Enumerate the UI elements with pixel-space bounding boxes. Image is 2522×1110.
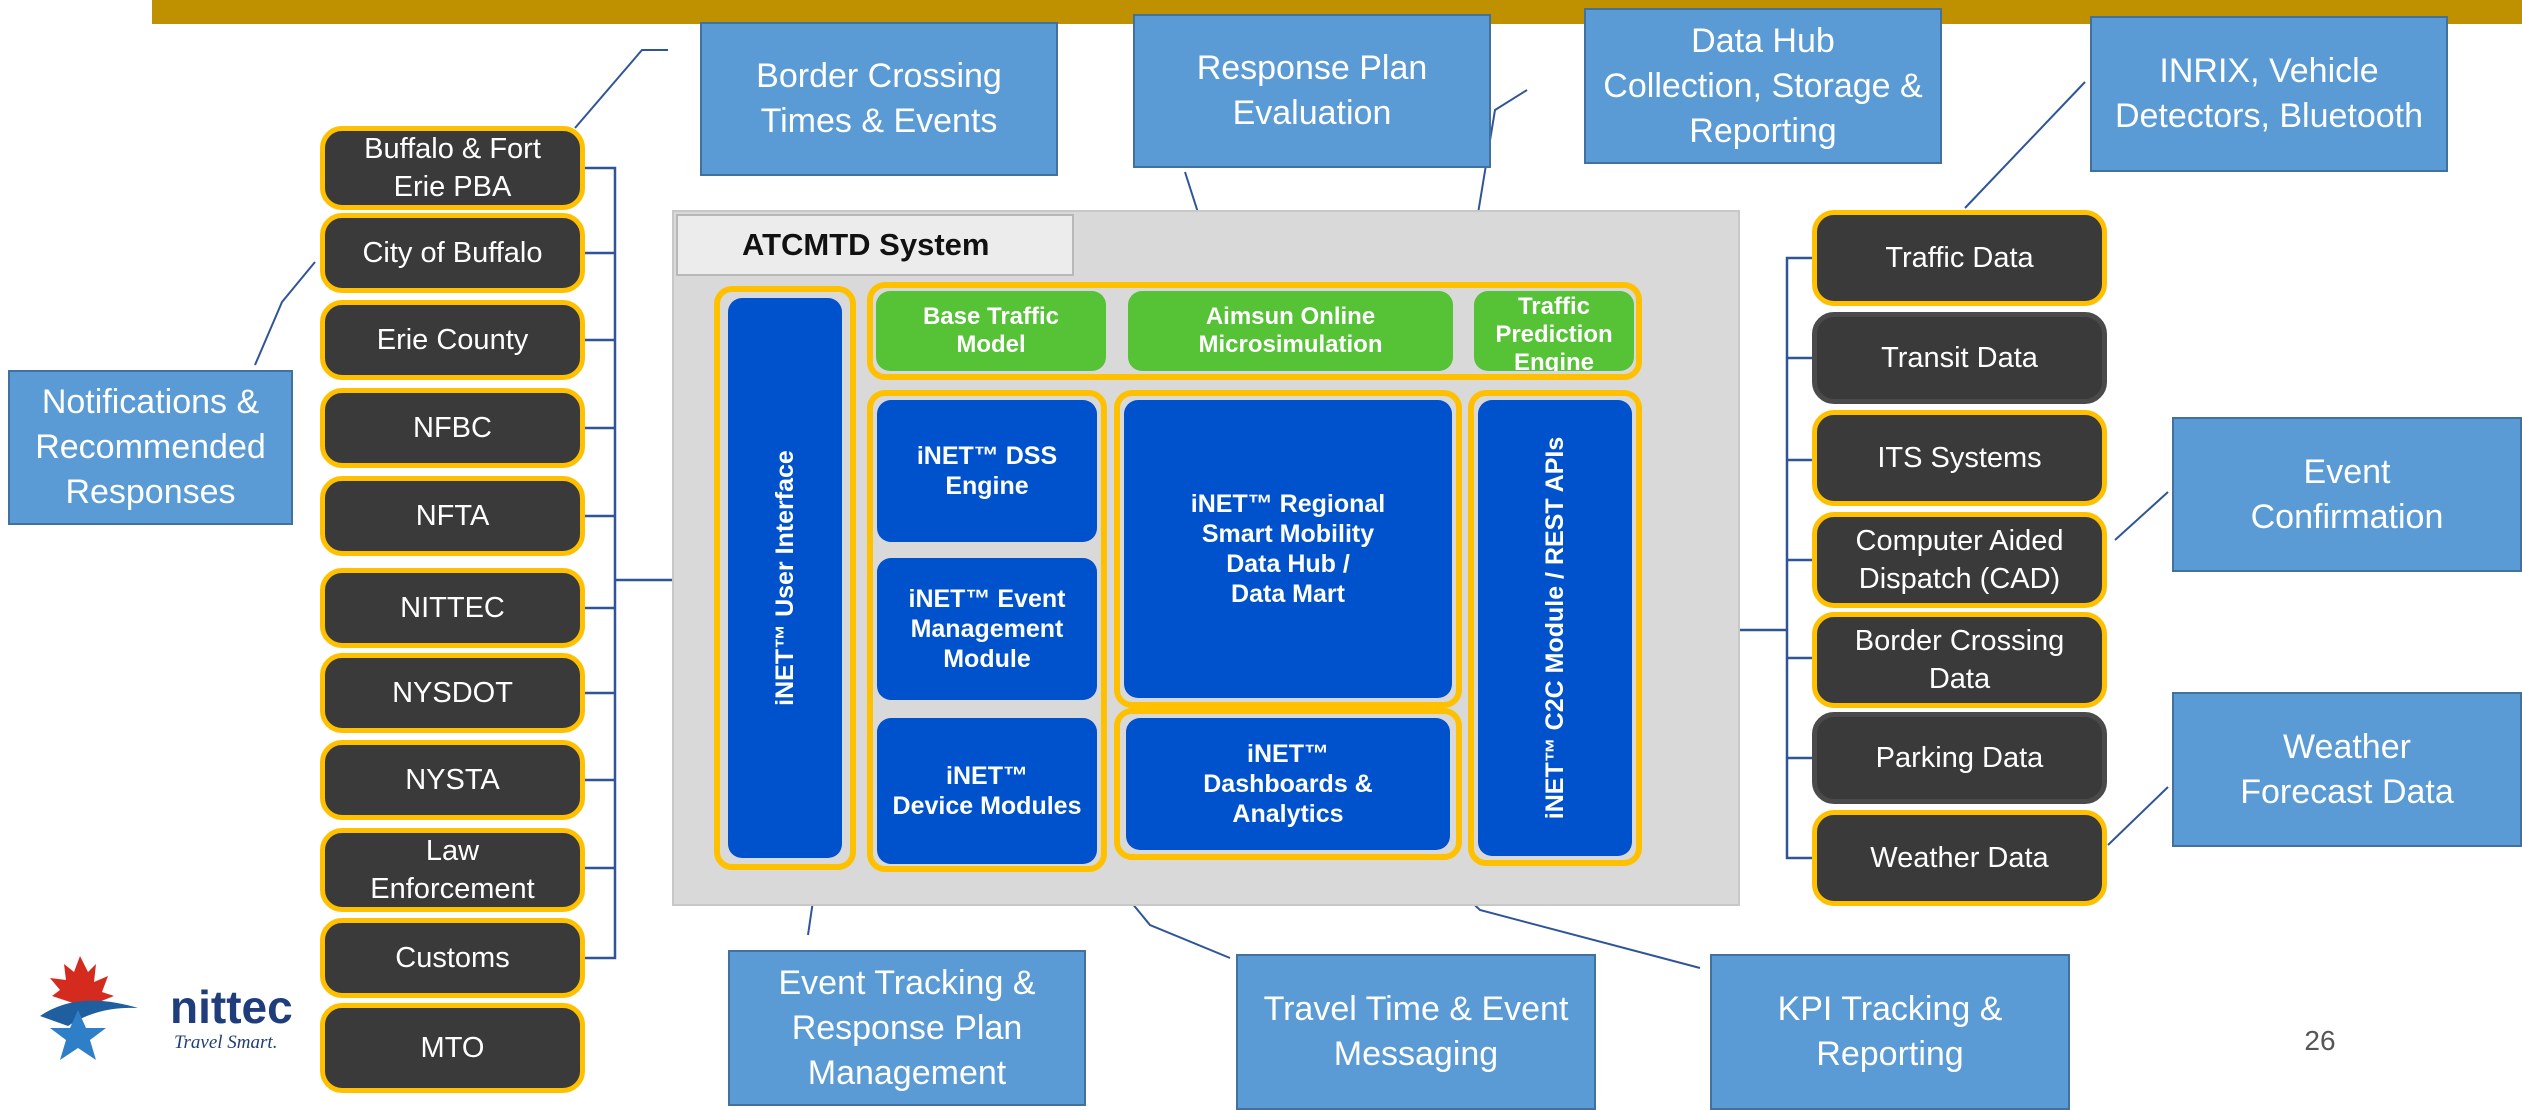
agency-label: Law Enforcement xyxy=(370,835,535,905)
source-transit-data: Transit Data xyxy=(1812,312,2107,404)
user-interface-module: iNET™ User Interface xyxy=(728,298,842,858)
dss-engine-label: iNET™ DSS Engine xyxy=(916,442,1058,500)
maple-leaf-star-icon xyxy=(40,956,150,1060)
callout-text: Border Crossing Times & Events xyxy=(756,57,1002,140)
source-label: ITS Systems xyxy=(1877,442,2042,474)
aimsun-label: Aimsun Online Microsimulation xyxy=(1198,303,1383,358)
agency-label: Customs xyxy=(395,942,510,974)
callout-data-hub: Data Hub Collection, Storage & Reporting xyxy=(1584,8,1942,164)
agency-nysta: NYSTA xyxy=(320,740,585,820)
source-cad: Computer Aided Dispatch (CAD) xyxy=(1812,512,2107,608)
agency-nysdot: NYSDOT xyxy=(320,653,585,733)
source-its-systems: ITS Systems xyxy=(1812,410,2107,506)
dashboards-analytics: iNET™ Dashboards & Analytics xyxy=(1126,718,1450,850)
callout-text: Event Tracking & Response Plan Managemen… xyxy=(778,963,1036,1092)
callout-event-confirmation: Event Confirmation xyxy=(2172,417,2522,572)
regional-data-hub: iNET™ Regional Smart Mobility Data Hub /… xyxy=(1124,400,1452,698)
callout-text: Travel Time & Event Messaging xyxy=(1263,990,1569,1073)
agency-nittec: NITTEC xyxy=(320,568,585,648)
callout-text: Data Hub Collection, Storage & Reporting xyxy=(1603,21,1923,150)
device-modules: iNET™ Device Modules xyxy=(877,718,1097,864)
agency-label: Erie County xyxy=(376,324,529,356)
agency-label: NYSDOT xyxy=(392,677,513,709)
agency-nfbc: NFBC xyxy=(320,388,585,468)
simulation-frame xyxy=(867,282,1642,380)
event-management-label: iNET™ Event Management Module xyxy=(908,585,1066,673)
agency-nfta: NFTA xyxy=(320,476,585,556)
dashboards-frame xyxy=(1114,708,1462,860)
agency-label: NFTA xyxy=(415,500,490,532)
callout-notifications: Notifications & Recommended Responses xyxy=(8,370,293,525)
atcmtd-system-title: ATCMTD System xyxy=(676,214,1074,276)
callout-text: KPI Tracking & Reporting xyxy=(1777,990,2003,1073)
logo-wordmark: nittec xyxy=(170,981,293,1033)
source-weather-data: Weather Data xyxy=(1812,810,2107,906)
callout-text: Event Confirmation xyxy=(2250,452,2444,536)
user-interface-frame xyxy=(714,286,856,870)
callout-inrix: INRIX, Vehicle Detectors, Bluetooth xyxy=(2090,16,2448,172)
base-traffic-model-label: Base Traffic Model xyxy=(922,303,1060,358)
agency-label: Buffalo & Fort Erie PBA xyxy=(364,133,541,203)
logo-tagline: Travel Smart. xyxy=(174,1032,278,1053)
callout-text: Notifications & Recommended Responses xyxy=(35,383,266,511)
dashboards-label: iNET™ Dashboards & Analytics xyxy=(1203,740,1373,828)
source-label: Computer Aided Dispatch (CAD) xyxy=(1855,525,2064,595)
agency-customs: Customs xyxy=(320,918,585,998)
callout-event-tracking: Event Tracking & Response Plan Managemen… xyxy=(728,950,1086,1106)
callout-kpi: KPI Tracking & Reporting xyxy=(1710,954,2070,1110)
agency-mto: MTO xyxy=(320,1003,585,1093)
nittec-logo: nittec Travel Smart. xyxy=(38,950,308,1070)
data-hub-frame xyxy=(1114,390,1462,708)
agency-erie-county: Erie County xyxy=(320,300,585,380)
device-modules-label: iNET™ Device Modules xyxy=(892,762,1082,820)
callout-text: Response Plan Evaluation xyxy=(1196,49,1428,132)
c2c-frame xyxy=(1468,390,1642,866)
callout-response-plan: Response Plan Evaluation xyxy=(1133,14,1491,168)
user-interface-label: iNET™ User Interface xyxy=(771,450,800,706)
c2c-label: iNET™ C2C Module / REST APIs xyxy=(1541,436,1570,820)
agency-label: NFBC xyxy=(413,412,492,444)
source-parking-data: Parking Data xyxy=(1812,712,2107,804)
agency-law-enforcement: Law Enforcement xyxy=(320,828,585,912)
traffic-prediction-label: Traffic Prediction Engine xyxy=(1495,293,1613,371)
source-label: Transit Data xyxy=(1881,342,2038,374)
base-traffic-model: Base Traffic Model xyxy=(876,291,1106,371)
source-label: Traffic Data xyxy=(1885,242,2034,274)
agency-label: NYSTA xyxy=(405,764,500,796)
agency-buffalo-fort-erie-pba: Buffalo & Fort Erie PBA xyxy=(320,126,585,210)
aimsun-microsimulation: Aimsun Online Microsimulation xyxy=(1128,291,1453,371)
callout-weather-forecast: Weather Forecast Data xyxy=(2172,692,2522,847)
callout-text: Weather Forecast Data xyxy=(2240,727,2454,811)
callout-border-crossing: Border Crossing Times & Events xyxy=(700,22,1058,176)
modules-frame xyxy=(867,390,1107,872)
agency-label: City of Buffalo xyxy=(362,237,543,269)
agency-city-of-buffalo: City of Buffalo xyxy=(320,213,585,293)
agency-label: NITTEC xyxy=(400,592,505,624)
source-label: Parking Data xyxy=(1875,742,2044,774)
source-traffic-data: Traffic Data xyxy=(1812,210,2107,306)
agency-label: MTO xyxy=(420,1032,485,1064)
source-label: Border Crossing Data xyxy=(1854,625,2065,695)
source-border-crossing-data: Border Crossing Data xyxy=(1812,612,2107,708)
callout-text: INRIX, Vehicle Detectors, Bluetooth xyxy=(2114,52,2424,135)
source-label: Weather Data xyxy=(1870,842,2049,874)
c2c-module: iNET™ C2C Module / REST APIs xyxy=(1478,400,1632,856)
traffic-prediction-engine: Traffic Prediction Engine xyxy=(1474,291,1634,371)
page-number: 26 xyxy=(2304,1025,2336,1056)
data-hub-label: iNET™ Regional Smart Mobility Data Hub /… xyxy=(1190,490,1386,608)
dss-engine: iNET™ DSS Engine xyxy=(877,400,1097,542)
callout-travel-time: Travel Time & Event Messaging xyxy=(1236,954,1596,1110)
event-management-module: iNET™ Event Management Module xyxy=(877,558,1097,700)
